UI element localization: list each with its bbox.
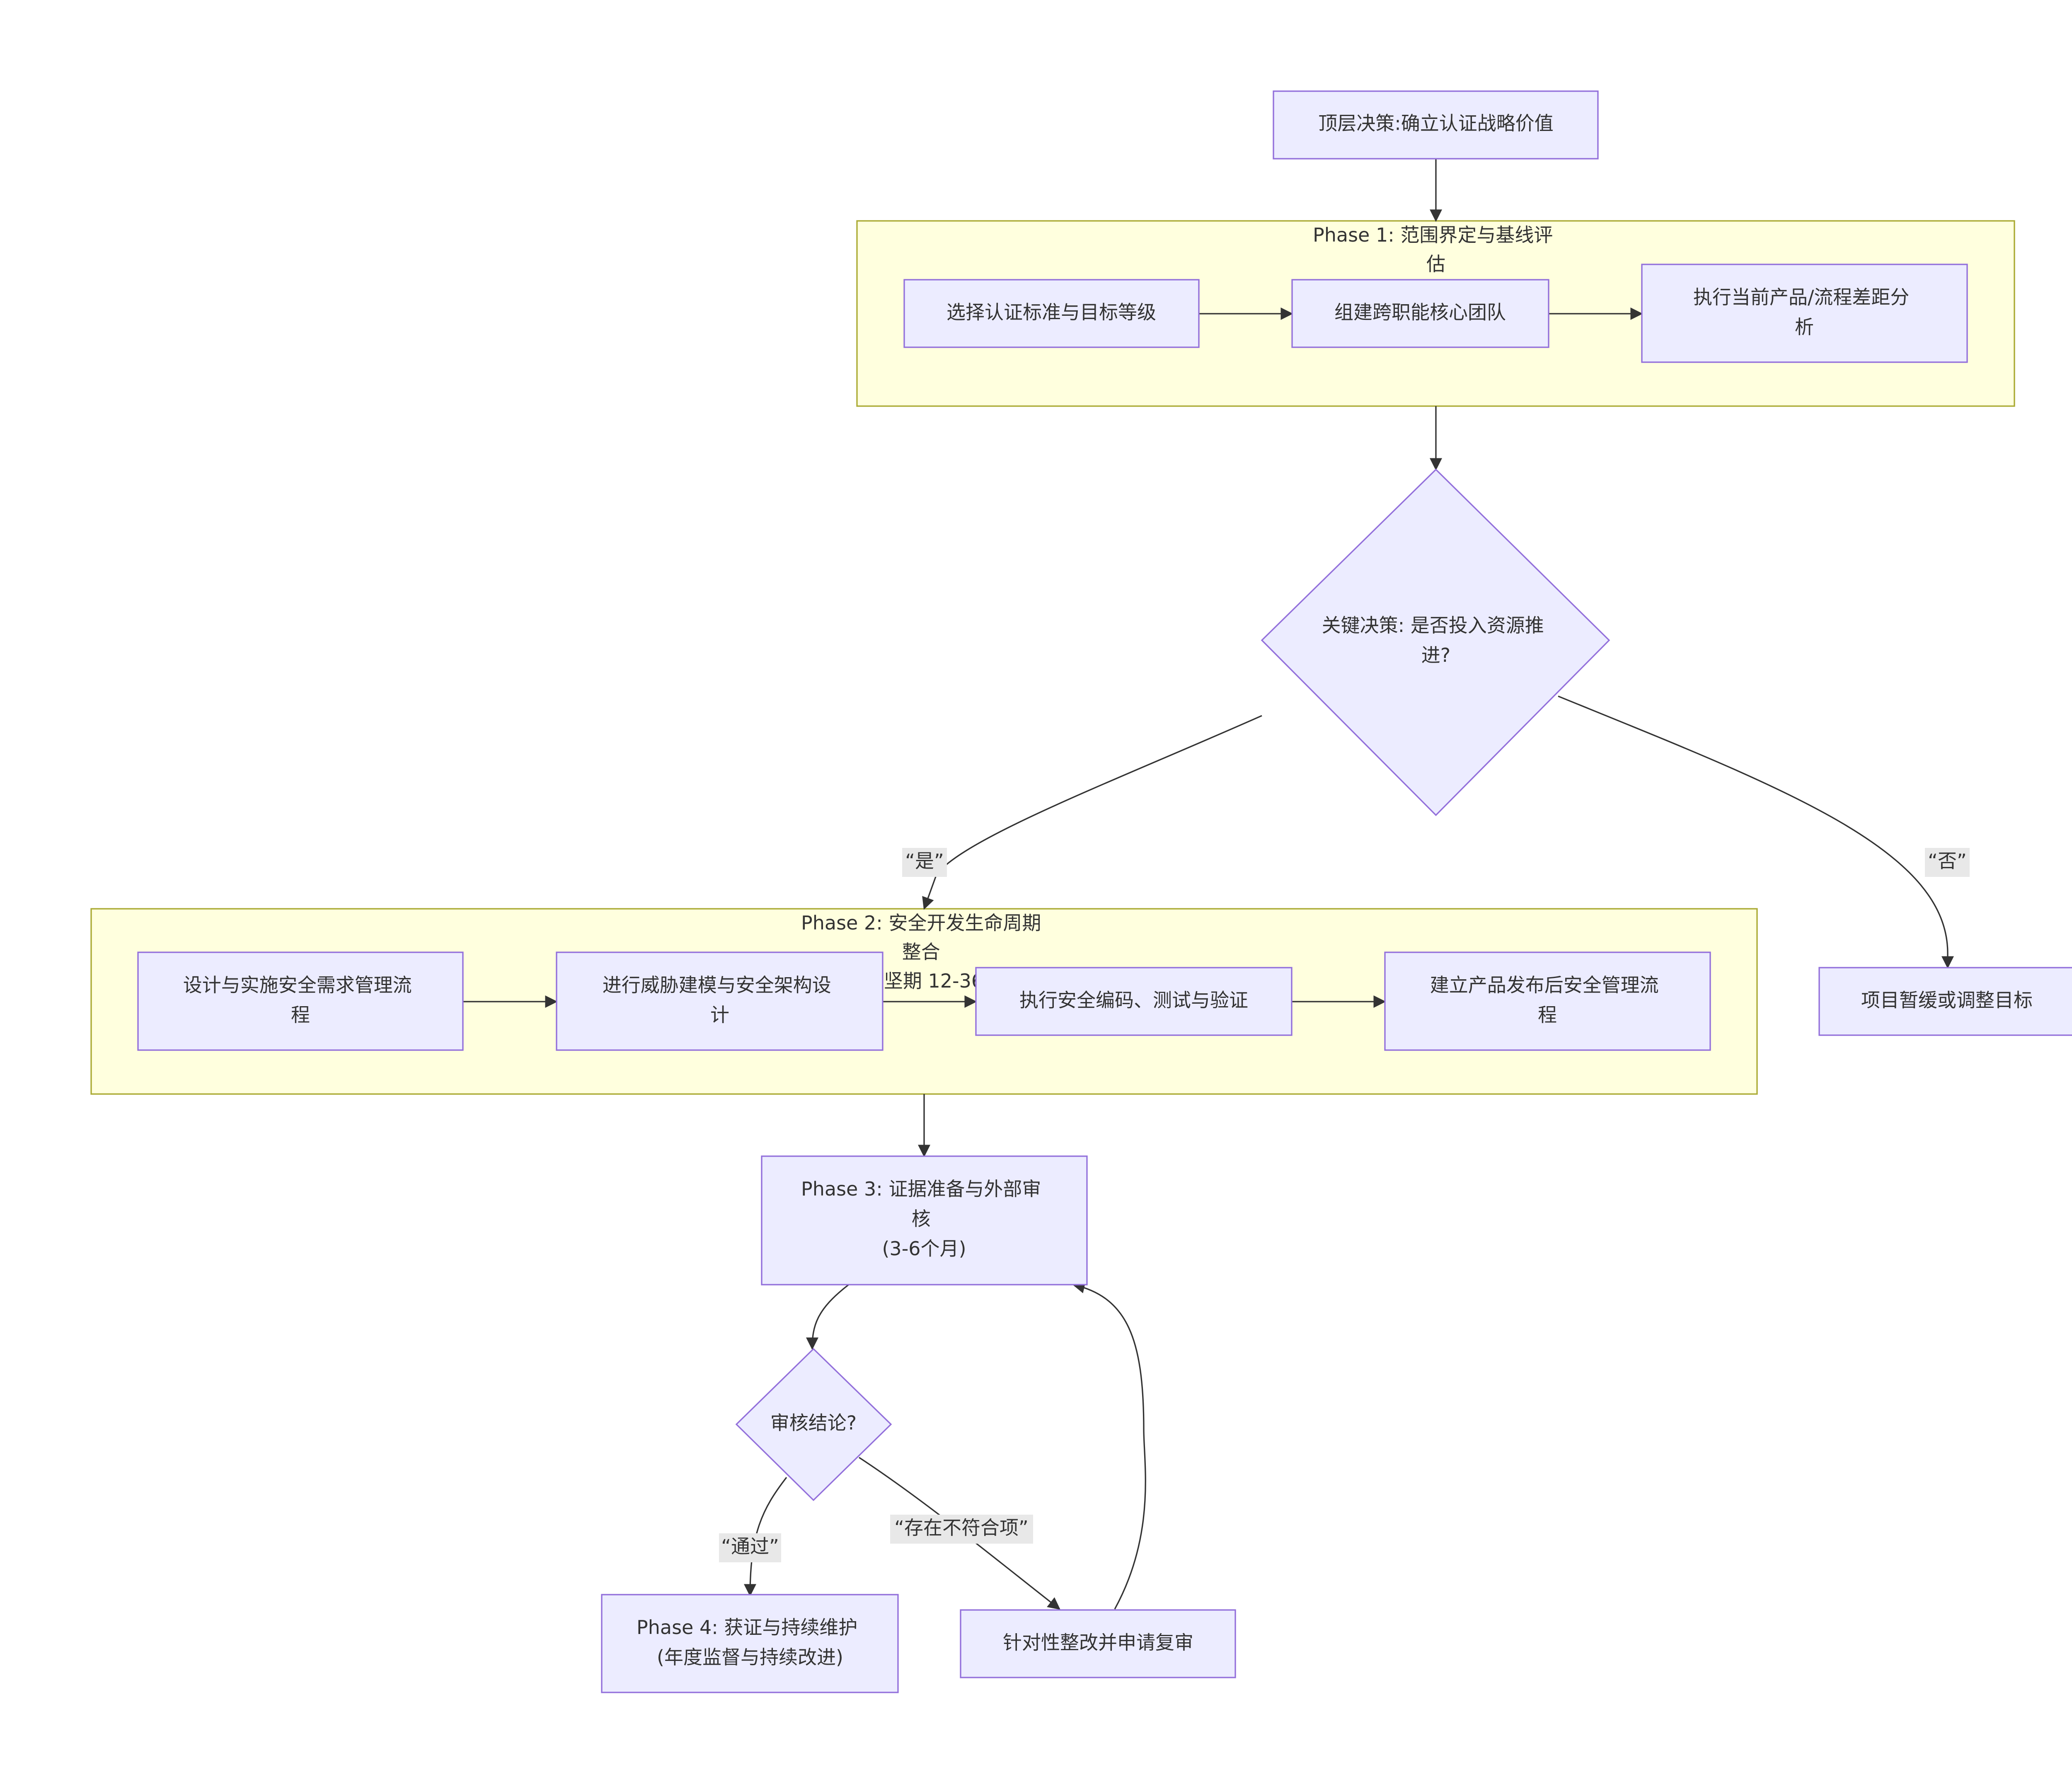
- node-p2-post-release: 建立产品发布后安全管理流 程: [1384, 951, 1711, 1051]
- edge-audit-pass: [744, 1477, 787, 1597]
- node-phase3: Phase 3: 证据准备与外部审 核 (3-6个月): [761, 1155, 1088, 1285]
- edge-label-nonconform: “存在不符合项”: [890, 1515, 1033, 1544]
- node-p1-build-team: 组建跨职能核心团队: [1291, 279, 1549, 348]
- phase1-title: Phase 1: 范围界定与基线评 估: [1313, 224, 1559, 275]
- edge-decision-no: [1558, 695, 1954, 969]
- svg-text:Phase 4: 获证与持续维护 (年度监督与持: Phase 4: 获证与持续维护 (年度监督与持续改进): [637, 1616, 864, 1668]
- edge-label-yes: “是”: [902, 848, 947, 877]
- svg-text:“通过”: “通过”: [721, 1535, 779, 1558]
- svg-text:“是”: “是”: [905, 850, 944, 872]
- svg-text:进行威胁建模与安全架构设 计: 进行威胁建模与安全架构设 计: [603, 974, 838, 1026]
- node-p1-gap-analysis: 执行当前产品/流程差距分 析: [1641, 264, 1968, 363]
- node-rectify: 针对性整改并申请复审: [960, 1609, 1236, 1678]
- node-audit-decision: 审核结论?: [735, 1348, 892, 1501]
- edge-rectify-to-phase3: [1072, 1281, 1146, 1610]
- edge-label-pass: “通过”: [719, 1533, 781, 1562]
- node-top-decision: 顶层决策:确立认证战略价值: [1273, 90, 1599, 160]
- phase2-title: Phase 2: 安全开发生命周期 整合 攻坚期 12-36: [801, 912, 1047, 992]
- svg-text:针对性整改并申请复审: 针对性整改并申请复审: [1003, 1632, 1193, 1654]
- node-key-decision: 关键决策: 是否投入资源推 进?: [1261, 468, 1610, 816]
- svg-text:执行安全编码、测试与验证: 执行安全编码、测试与验证: [1019, 989, 1248, 1012]
- node-p2-threat-modeling: 进行威胁建模与安全架构设 计: [556, 951, 884, 1051]
- node-p2-requirements: 设计与实施安全需求管理流 程: [137, 951, 464, 1051]
- svg-text:项目暂缓或调整目标: 项目暂缓或调整目标: [1861, 989, 2033, 1012]
- edge-phase3-to-audit: [806, 1284, 850, 1350]
- svg-text:建立产品发布后安全管理流 程: 建立产品发布后安全管理流 程: [1430, 974, 1665, 1026]
- svg-text:设计与实施安全需求管理流 程: 设计与实施安全需求管理流 程: [183, 974, 418, 1026]
- svg-text:顶层决策:确立认证战略价值: 顶层决策:确立认证战略价值: [1318, 112, 1554, 135]
- edge-label-no: “否”: [1925, 848, 1970, 877]
- svg-text:“否”: “否”: [1928, 850, 1967, 872]
- svg-text:选择认证标准与目标等级: 选择认证标准与目标等级: [946, 301, 1156, 324]
- svg-text:执行当前产品/流程差距分 析: 执行当前产品/流程差距分 析: [1693, 286, 1915, 338]
- svg-text:“存在不符合项”: “存在不符合项”: [894, 1517, 1029, 1539]
- svg-text:审核结论?: 审核结论?: [770, 1412, 857, 1434]
- node-phase4: Phase 4: 获证与持续维护 (年度监督与持续改进): [601, 1594, 899, 1693]
- node-p2-secure-coding: 执行安全编码、测试与验证: [975, 967, 1293, 1036]
- edge-decision-yes: [922, 715, 1262, 910]
- node-p1-select-standard: 选择认证标准与目标等级: [903, 279, 1200, 348]
- svg-text:组建跨职能核心团队: 组建跨职能核心团队: [1334, 301, 1506, 324]
- svg-text:关键决策: 是否投入资源推 进?: 关键决策: 是否投入资源推 进?: [1322, 614, 1550, 666]
- svg-text:Phase 3: 证据准备与外部审 核: Phase 3: 证据准备与外部审 核 (3-6个月): [801, 1178, 1047, 1260]
- node-pause: 项目暂缓或调整目标: [1818, 967, 2072, 1036]
